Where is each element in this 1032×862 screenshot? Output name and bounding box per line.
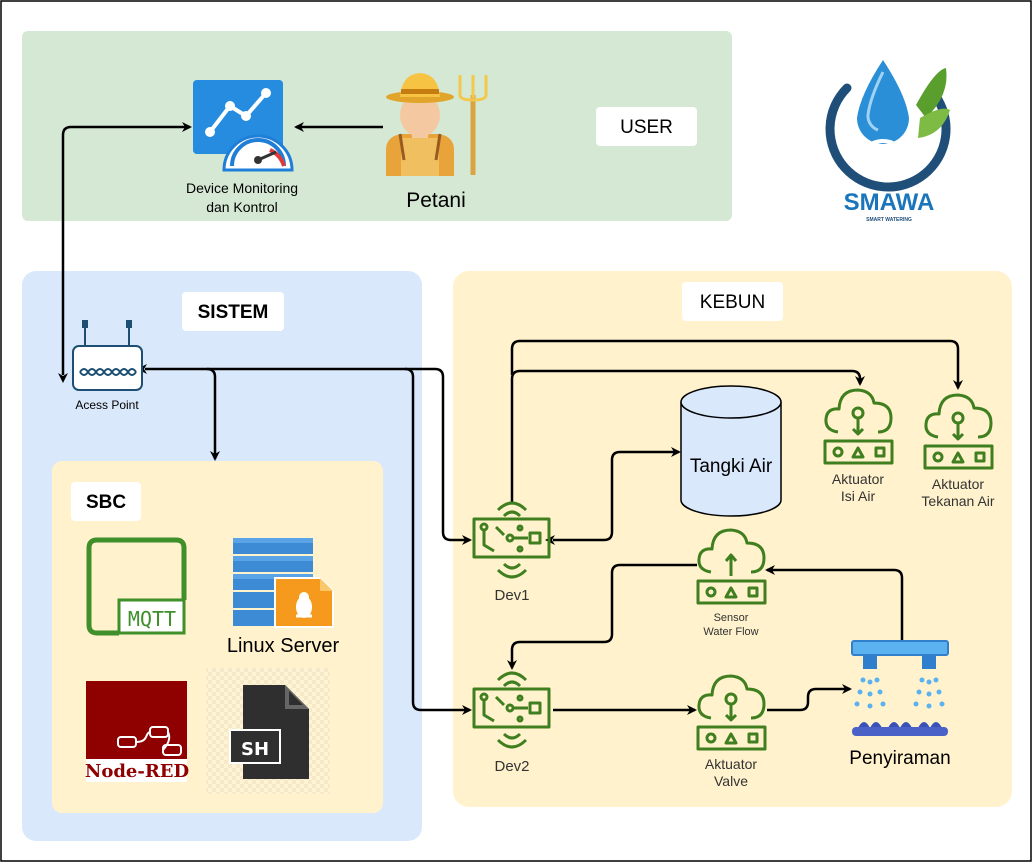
cloud-actuator-icon (923, 393, 994, 470)
cloud-sensor-icon (696, 528, 767, 605)
penyiraman-label: Penyiraman (849, 748, 950, 769)
ap-dev2-arrow (404, 367, 472, 715)
dev1-label: Dev1 (494, 587, 529, 604)
aktuator-tekanan-label-line2: Tekanan Air (921, 493, 994, 509)
access-point-label: Acess Point (75, 398, 139, 412)
smawa-logo (825, 60, 951, 192)
kebun-label-box (682, 282, 783, 321)
cloud-actuator-icon (696, 674, 767, 751)
aktuator-isi-air-label-line1: Aktuator (832, 471, 884, 487)
sensor-label-line1: Sensor (714, 612, 749, 624)
device-monitoring-label-line2: dan Kontrol (206, 199, 278, 215)
aktuator-tekanan-label-line1: Aktuator (932, 476, 984, 492)
dev1-tangki-arrow (545, 447, 681, 545)
cloud-actuator-icon (823, 388, 894, 465)
linux-server-label: Linux Server (227, 635, 340, 657)
connectors (58, 122, 963, 715)
sprinkler-icon (851, 640, 949, 736)
petani-label: Petani (406, 189, 466, 212)
node-red-label: Node-RED (85, 761, 189, 782)
aktuator-isi-air-label-line2: Isi Air (841, 488, 876, 504)
ap-dev1-arrow (207, 367, 472, 545)
dashboard-chart-icon (193, 80, 294, 172)
node-red-icon (86, 681, 187, 782)
sistem-label-box (182, 292, 284, 331)
aktuator-valve-label-line1: Aktuator (705, 756, 757, 772)
penyiraman-sensor-arrow (765, 565, 904, 641)
sensor-label-line2: Water Flow (703, 626, 758, 638)
user-section-label: USER (620, 117, 673, 138)
kebun-section-label: KEBUN (700, 292, 765, 313)
sistem-section-label: SISTEM (198, 302, 269, 323)
kebun-section (453, 271, 1012, 807)
sbc-label-box (71, 482, 141, 521)
aktuator-valve-label-line2: Valve (714, 773, 748, 789)
sbc-section-label: SBC (86, 492, 126, 513)
valve-penyiraman-arrow (767, 684, 852, 712)
smawa-logo-name: SMAWA (844, 189, 935, 216)
dev1-isi-air-arrow (510, 369, 865, 502)
iot-board-icon (472, 671, 551, 749)
shell-script-file-icon (206, 668, 330, 794)
ap-monitoring-arrow (58, 122, 192, 383)
user-label-box (596, 107, 697, 146)
tangki-air-label: Tangki Air (690, 456, 773, 477)
sh-label: SH (241, 739, 269, 760)
dev2-label: Dev2 (494, 758, 529, 775)
mqtt-label: MQTT (128, 607, 176, 631)
device-monitoring-label-line1: Device Monitoring (186, 180, 298, 196)
iot-board-icon (472, 501, 551, 579)
dev1-tekanan-arrow (510, 339, 963, 390)
mqtt-icon (86, 537, 187, 636)
smawa-logo-tagline: SMART WATERING (866, 217, 912, 223)
farmer-icon (386, 73, 488, 176)
server-linux-icon (233, 538, 334, 628)
sensor-dev2-arrow (507, 563, 697, 670)
cylinder-tank-icon (680, 385, 782, 517)
router-icon (72, 320, 143, 391)
